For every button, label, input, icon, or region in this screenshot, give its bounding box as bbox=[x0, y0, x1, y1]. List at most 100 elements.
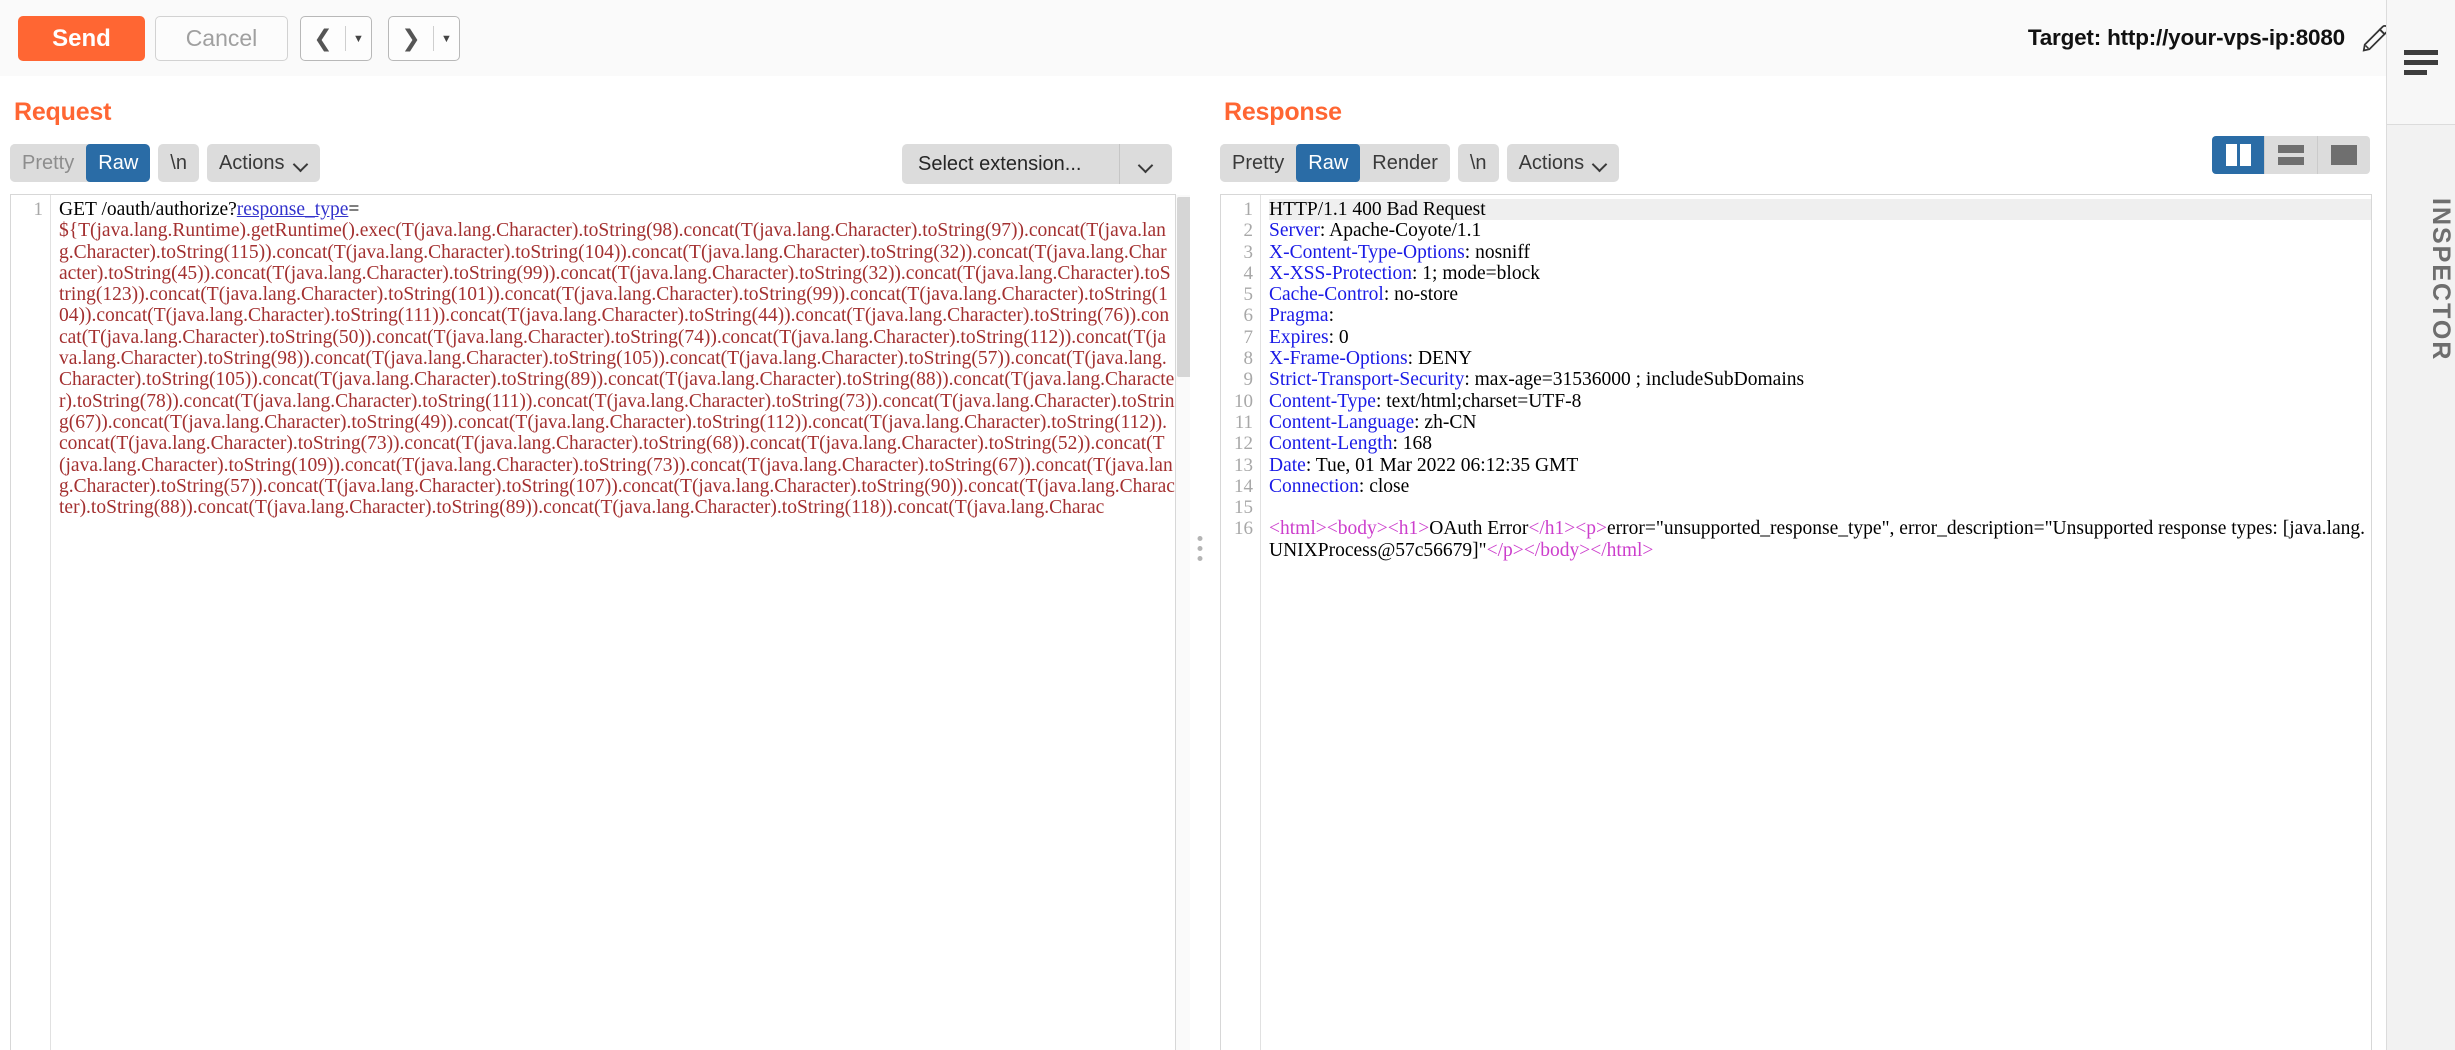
response-header-value: : bbox=[1328, 305, 1334, 327]
response-header-name: Server bbox=[1269, 220, 1320, 242]
hamburger-icon bbox=[2404, 49, 2438, 75]
line-number: 1 bbox=[33, 199, 44, 220]
response-header-value: : max-age=31536000 ; includeSubDomains bbox=[1464, 369, 1805, 391]
split-horizontal-icon[interactable] bbox=[2265, 136, 2318, 174]
response-header-name: X-XSS-Protection bbox=[1269, 262, 1412, 284]
inspector-menu-button[interactable] bbox=[2387, 0, 2455, 125]
response-header-value: : DENY bbox=[1407, 348, 1473, 370]
response-header-row: Connection: close bbox=[1269, 476, 2371, 497]
request-method: GET bbox=[59, 199, 102, 220]
line-number: 16 bbox=[1234, 518, 1253, 540]
tab-request-pretty[interactable]: Pretty bbox=[10, 144, 87, 182]
html-tag: <html> bbox=[1269, 518, 1327, 540]
response-header-value: : zh-CN bbox=[1414, 411, 1477, 433]
response-status-line: HTTP/1.1 400 Bad Request bbox=[1269, 199, 2371, 221]
html-tag: </html> bbox=[1590, 539, 1654, 561]
line-number: 15 bbox=[1234, 497, 1253, 519]
response-header-value: : 0 bbox=[1328, 326, 1349, 348]
html-tag: <h1> bbox=[1387, 518, 1430, 540]
response-header-row: X-Frame-Options: DENY bbox=[1269, 348, 2371, 369]
request-view-tabs: Pretty Raw bbox=[10, 144, 151, 182]
toggle-request-newline[interactable]: \n bbox=[158, 144, 199, 182]
chevron-down-icon[interactable]: ▼ bbox=[353, 32, 364, 45]
response-header-row: Date: Tue, 01 Mar 2022 06:12:35 GMT bbox=[1269, 455, 2371, 476]
scrollbar-thumb[interactable] bbox=[1177, 197, 1192, 377]
html-tag: <body> bbox=[1326, 518, 1388, 540]
repeater-toolbar: Send Cancel ❮ ▼ ❯ ▼ Target: http://your-… bbox=[0, 0, 2455, 76]
chevron-down-icon[interactable] bbox=[1119, 144, 1172, 184]
request-editor[interactable]: 1 GET /oauth/authorize?response_type=${T… bbox=[10, 194, 1176, 1050]
tab-response-raw[interactable]: Raw bbox=[1296, 144, 1361, 182]
request-path: /oauth/authorize? bbox=[101, 199, 237, 220]
splitter-grip-icon bbox=[1197, 536, 1203, 561]
response-header-row: Strict-Transport-Security: max-age=31536… bbox=[1269, 369, 2371, 390]
line-number: 6 bbox=[1243, 305, 1254, 327]
next-request-group[interactable]: ❯ ▼ bbox=[388, 16, 460, 61]
cancel-button[interactable]: Cancel bbox=[155, 16, 288, 61]
tab-response-render[interactable]: Render bbox=[1360, 144, 1450, 182]
split-vertical-icon[interactable] bbox=[2212, 136, 2265, 174]
html-tag: </body> bbox=[1523, 539, 1591, 561]
tab-request-raw[interactable]: Raw bbox=[86, 144, 151, 182]
line-number: 10 bbox=[1234, 390, 1253, 412]
response-header-row: Content-Language: zh-CN bbox=[1269, 412, 2371, 433]
tab-response-pretty[interactable]: Pretty bbox=[1220, 144, 1297, 182]
chevron-down-icon bbox=[294, 159, 308, 168]
panel-splitter[interactable] bbox=[1190, 76, 1210, 1050]
layout-toggle-group bbox=[2212, 136, 2370, 174]
request-actions-menu[interactable]: Actions bbox=[206, 144, 320, 182]
line-number: 14 bbox=[1234, 475, 1253, 497]
inspector-label[interactable]: INSPECTOR bbox=[2427, 198, 2455, 362]
response-header-name: Content-Type bbox=[1269, 390, 1376, 412]
line-number: 9 bbox=[1243, 369, 1254, 391]
chevron-left-icon[interactable]: ❮ bbox=[313, 25, 333, 51]
select-extension-dropdown[interactable]: Select extension... bbox=[902, 144, 1172, 184]
request-tabrow: Pretty Raw \n Actions bbox=[10, 144, 320, 182]
line-number: 1 bbox=[1243, 199, 1254, 220]
request-equals: = bbox=[348, 199, 360, 220]
response-header-name: Expires bbox=[1269, 326, 1329, 348]
line-number: 5 bbox=[1243, 284, 1254, 306]
response-header-value: : Apache-Coyote/1.1 bbox=[1319, 220, 1482, 242]
inspector-rail: INSPECTOR bbox=[2386, 0, 2455, 1050]
response-header-value: : 1; mode=block bbox=[1412, 262, 1540, 284]
request-vertical-scrollbar[interactable] bbox=[1176, 195, 1193, 1050]
line-number: 12 bbox=[1234, 433, 1253, 455]
chevron-down-icon[interactable]: ▼ bbox=[441, 32, 452, 45]
line-number: 7 bbox=[1243, 326, 1254, 348]
request-param-name: response_type bbox=[236, 199, 349, 220]
response-header-name: Strict-Transport-Security bbox=[1269, 369, 1465, 391]
response-newline-toggle-group: \n bbox=[1457, 144, 1499, 182]
response-header-row: Content-Length: 168 bbox=[1269, 433, 2371, 454]
response-header-name: X-Content-Type-Options bbox=[1269, 241, 1465, 263]
response-header-name: Content-Length bbox=[1269, 433, 1393, 455]
chevron-right-icon[interactable]: ❯ bbox=[401, 25, 421, 51]
send-button[interactable]: Send bbox=[18, 16, 145, 61]
request-gutter: 1 bbox=[11, 195, 51, 1050]
response-header-name: X-Frame-Options bbox=[1269, 348, 1408, 370]
body-text: OAuth Error bbox=[1429, 518, 1529, 540]
target-area: Target: http://your-vps-ip:8080 bbox=[2028, 14, 2437, 62]
response-blank-line bbox=[1269, 497, 2371, 518]
request-actions-label: Actions bbox=[218, 151, 285, 174]
request-panel: Request Pretty Raw \n Actions Select ext… bbox=[0, 76, 1193, 1050]
single-pane-icon[interactable] bbox=[2318, 136, 2370, 174]
response-header-name: Pragma bbox=[1269, 305, 1329, 327]
line-number: 3 bbox=[1243, 241, 1254, 263]
response-header-name: Connection bbox=[1269, 475, 1359, 497]
response-header-row: Server: Apache-Coyote/1.1 bbox=[1269, 220, 2371, 241]
response-header-value: : Tue, 01 Mar 2022 06:12:35 GMT bbox=[1305, 454, 1579, 476]
response-actions-menu[interactable]: Actions bbox=[1506, 144, 1620, 182]
request-code[interactable]: GET /oauth/authorize?response_type=${T(j… bbox=[51, 195, 1175, 1050]
line-number: 11 bbox=[1234, 411, 1253, 433]
response-body: <html><body><h1>OAuth Error</h1><p>error… bbox=[1269, 518, 2371, 561]
response-header-row: X-Content-Type-Options: nosniff bbox=[1269, 242, 2371, 263]
response-header-row: X-XSS-Protection: 1; mode=block bbox=[1269, 263, 2371, 284]
html-tag: <p> bbox=[1575, 518, 1608, 540]
body-text: error="unsupported_response_type", error… bbox=[1269, 518, 2365, 561]
prev-request-group[interactable]: ❮ ▼ bbox=[300, 16, 372, 61]
toggle-response-newline[interactable]: \n bbox=[1457, 144, 1499, 182]
request-panel-title: Request bbox=[14, 98, 112, 126]
